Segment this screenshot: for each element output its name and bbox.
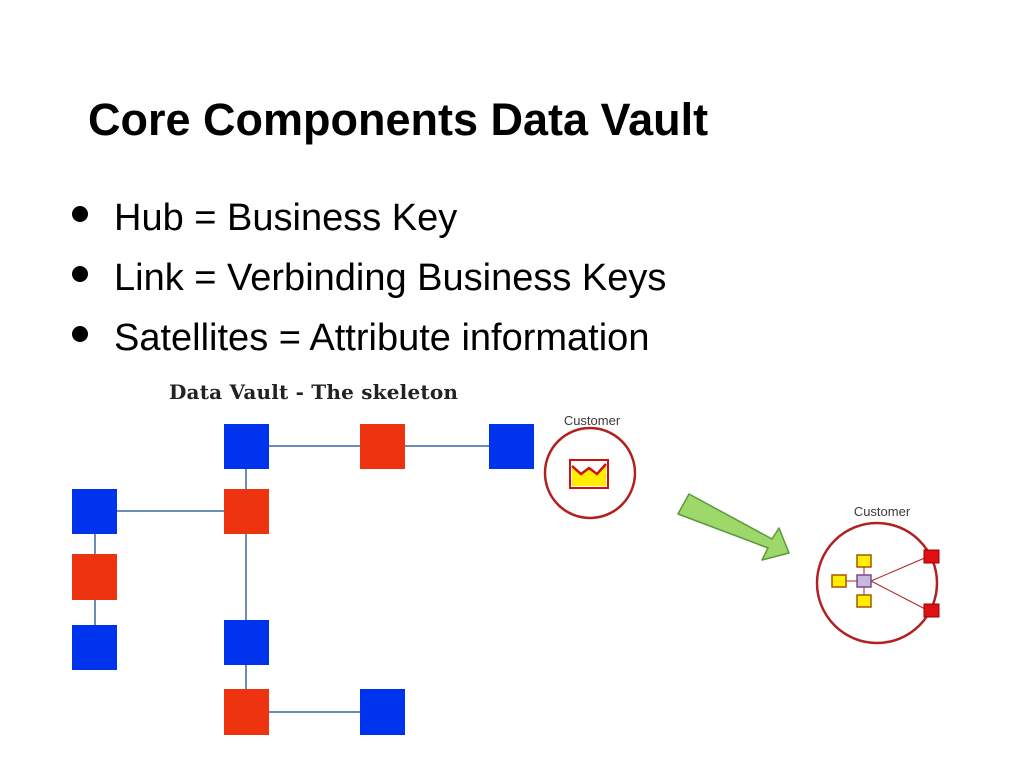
hub-node	[360, 689, 405, 735]
bullet-item: Link = Verbinding Business Keys	[62, 250, 666, 310]
hub-center-node	[856, 574, 872, 588]
link-node	[224, 689, 269, 735]
customer-label: Customer	[564, 413, 621, 428]
skeleton-diagram-title: Data Vault - The skeleton	[169, 380, 459, 404]
satellite-node	[856, 594, 872, 608]
skeleton-lines	[94, 445, 489, 713]
transform-arrow-icon	[677, 493, 790, 561]
bullet-text: Link = Verbinding Business Keys	[114, 257, 667, 299]
link-node	[923, 603, 940, 618]
hub-node	[72, 625, 117, 670]
hub-node	[224, 424, 269, 469]
hub-node	[489, 424, 534, 469]
customer-structure-lines	[846, 556, 928, 611]
satellite-node	[856, 554, 872, 568]
link-node	[923, 549, 940, 564]
bullet-dot-icon	[72, 266, 88, 282]
customer-chart-icon	[569, 459, 609, 489]
bullet-dot-icon	[72, 206, 88, 222]
hub-node	[72, 489, 117, 534]
slide-title: Core Components Data Vault	[88, 94, 709, 145]
hub-node	[224, 620, 269, 665]
satellite-node	[831, 574, 847, 588]
link-node	[360, 424, 405, 469]
bullet-text: Satellites = Attribute information	[114, 317, 650, 359]
bullet-text: Hub = Business Key	[114, 197, 458, 239]
bullet-item: Satellites = Attribute information	[62, 310, 666, 370]
bullet-dot-icon	[72, 326, 88, 342]
bullet-item: Hub = Business Key	[62, 190, 666, 250]
customer-label: Customer	[854, 504, 911, 519]
bullet-list: Hub = Business Key Link = Verbinding Bus…	[62, 190, 666, 370]
link-node	[224, 489, 269, 534]
customer-circle	[815, 521, 939, 645]
link-node	[72, 554, 117, 600]
